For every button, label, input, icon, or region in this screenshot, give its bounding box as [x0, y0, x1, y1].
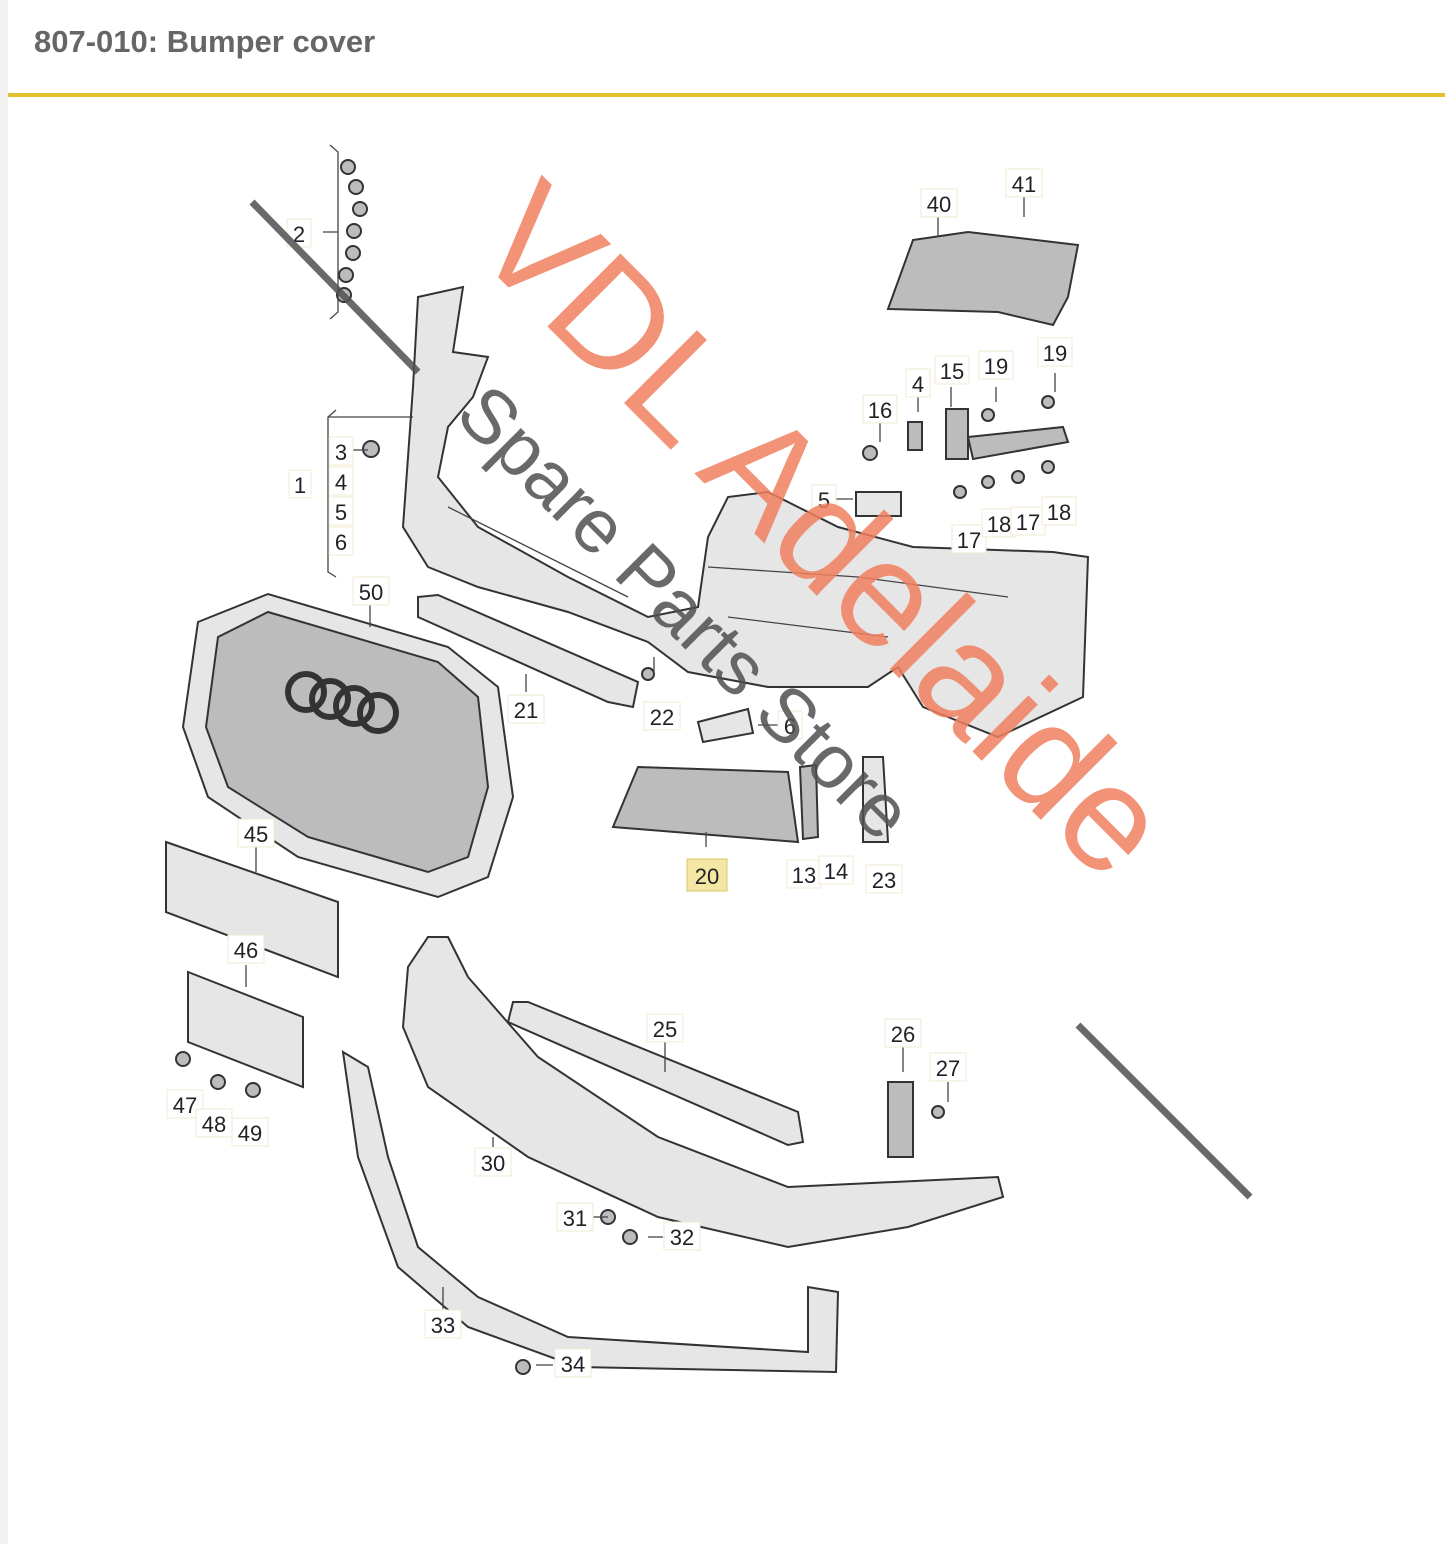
- callout-17-b: 17: [1010, 506, 1046, 536]
- callout-19-a: 19: [978, 350, 1014, 380]
- callout-41: 41: [1005, 168, 1043, 198]
- svg-text:33: 33: [431, 1313, 455, 1338]
- callout-15: 15: [934, 355, 970, 385]
- svg-text:40: 40: [927, 192, 951, 217]
- callout-6: 6: [328, 526, 354, 556]
- svg-text:6: 6: [335, 530, 347, 555]
- left-margin: [0, 0, 8, 1544]
- callout-34: 34: [554, 1348, 592, 1378]
- callout-50: 50: [352, 576, 390, 606]
- callout-18-b: 18: [1041, 496, 1077, 526]
- callout-18-a: 18: [981, 508, 1017, 538]
- svg-text:50: 50: [359, 580, 383, 605]
- svg-text:6: 6: [784, 714, 796, 739]
- svg-text:41: 41: [1012, 172, 1036, 197]
- svg-text:26: 26: [891, 1022, 915, 1047]
- callout-14: 14: [818, 855, 854, 885]
- grille-mesh: [204, 610, 490, 874]
- callout-49: 49: [231, 1117, 269, 1147]
- licence-plate-bracket-part: [187, 970, 304, 1089]
- reinforcement-bar-part: [506, 1001, 805, 1147]
- svg-text:1: 1: [294, 473, 306, 498]
- svg-text:25: 25: [653, 1017, 677, 1042]
- svg-text:13: 13: [792, 863, 816, 888]
- svg-text:16: 16: [868, 398, 892, 423]
- callout-22: 22: [643, 701, 681, 731]
- svg-text:47: 47: [173, 1093, 197, 1118]
- svg-text:46: 46: [234, 938, 258, 963]
- licence-plate-base-part: [165, 840, 339, 979]
- callout-30: 30: [474, 1147, 512, 1177]
- callout-46: 46: [227, 934, 265, 964]
- svg-text:19: 19: [984, 354, 1008, 379]
- svg-text:27: 27: [936, 1056, 960, 1081]
- svg-text:34: 34: [561, 1352, 585, 1377]
- svg-text:5: 5: [335, 500, 347, 525]
- callout-3: 3: [328, 436, 354, 466]
- callout-1: 1: [288, 469, 312, 499]
- svg-text:45: 45: [244, 822, 268, 847]
- side-grille-part: [611, 765, 800, 844]
- svg-text:4: 4: [335, 470, 347, 495]
- callout-33: 33: [424, 1309, 462, 1339]
- parts-diagram-svg: 1 2 3 4 5 6 4: [165, 144, 1253, 1378]
- bumper-cover-part: [401, 285, 1090, 739]
- callout-21: 21: [507, 694, 545, 724]
- title-underline: [8, 93, 1445, 97]
- callout-labels: 1 2 3 4 5 6 4: [166, 168, 1077, 1378]
- page-header: 807-010: Bumper cover: [8, 0, 1445, 96]
- svg-text:32: 32: [670, 1225, 694, 1250]
- svg-text:14: 14: [824, 859, 848, 884]
- front-spoiler-part: [341, 1050, 840, 1374]
- svg-text:18: 18: [987, 512, 1011, 537]
- callout-5-right: 5: [811, 484, 837, 514]
- svg-text:17: 17: [957, 528, 981, 553]
- callout-6-mid: 6: [777, 710, 803, 740]
- callout-27: 27: [929, 1052, 967, 1082]
- svg-text:4: 4: [912, 372, 924, 397]
- callout-45: 45: [237, 818, 275, 848]
- callout-26: 26: [884, 1018, 922, 1048]
- callout-20: 20: [686, 858, 728, 892]
- svg-text:23: 23: [872, 868, 896, 893]
- callout-16: 16: [862, 394, 898, 424]
- air-duct-part: [886, 230, 1080, 327]
- svg-text:3: 3: [335, 440, 347, 465]
- fasteners-group: [175, 159, 1070, 1375]
- callout-17-a: 17: [951, 524, 987, 554]
- callout-31: 31: [556, 1202, 594, 1232]
- svg-text:17: 17: [1016, 510, 1040, 535]
- svg-text:2: 2: [293, 222, 305, 247]
- callout-19-b: 19: [1037, 337, 1073, 367]
- callout-23: 23: [865, 864, 903, 894]
- svg-text:31: 31: [563, 1206, 587, 1231]
- svg-text:20: 20: [695, 864, 719, 889]
- audi-rings-logo: [285, 671, 399, 734]
- svg-text:49: 49: [238, 1121, 262, 1146]
- svg-text:18: 18: [1047, 500, 1071, 525]
- bumper-detail-line: [447, 506, 1009, 638]
- leader-lines: [245, 144, 1056, 1366]
- callout-48: 48: [195, 1108, 233, 1138]
- callout-4: 4: [328, 466, 354, 496]
- callout-13: 13: [786, 859, 822, 889]
- callout-25: 25: [646, 1013, 684, 1043]
- callout-40: 40: [920, 188, 958, 218]
- svg-text:21: 21: [514, 698, 538, 723]
- page-title: 807-010: Bumper cover: [34, 24, 376, 59]
- svg-text:19: 19: [1043, 341, 1067, 366]
- svg-text:48: 48: [202, 1112, 226, 1137]
- callout-4-right: 4: [905, 368, 931, 398]
- parts-diagram: 1 2 3 4 5 6 4: [8, 97, 1445, 1544]
- lower-center-grille-part: [417, 593, 640, 709]
- svg-text:15: 15: [940, 359, 964, 384]
- svg-text:22: 22: [650, 705, 674, 730]
- svg-text:30: 30: [481, 1151, 505, 1176]
- callout-5: 5: [328, 496, 354, 526]
- lower-bumper-carrier-part: [401, 936, 1005, 1249]
- callout-32: 32: [663, 1221, 701, 1251]
- svg-text:5: 5: [818, 488, 830, 513]
- callout-47: 47: [166, 1089, 204, 1119]
